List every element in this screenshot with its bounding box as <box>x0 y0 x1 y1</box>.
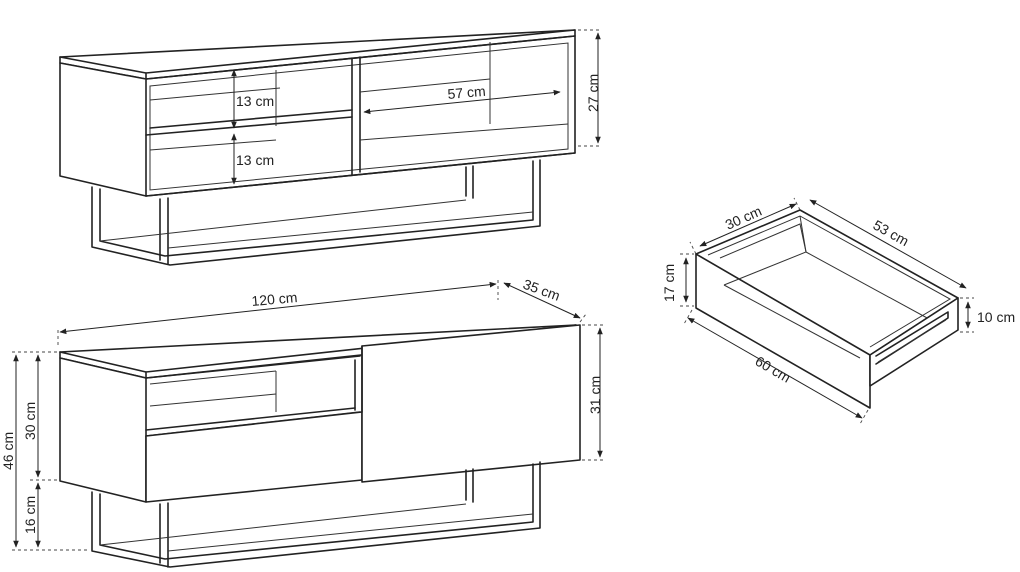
bottom-cabinet <box>12 280 604 568</box>
shelf-height-lower-label: 13 cm <box>236 152 274 168</box>
drawer <box>680 197 974 425</box>
drawer-side-height-label: 10 cm <box>977 309 1015 325</box>
top-cabinet <box>59 29 601 266</box>
front-height-label: 31 cm <box>587 376 603 414</box>
total-height-label: 46 cm <box>0 432 16 470</box>
cabinet-width-label: 120 cm <box>251 289 298 309</box>
compartment-width-label: 57 cm <box>447 83 486 102</box>
body-height-label: 30 cm <box>22 402 38 440</box>
drawer-front-height-label: 17 cm <box>661 264 677 302</box>
leg-height-label: 16 cm <box>22 496 38 534</box>
drawer-width-label: 53 cm <box>871 217 912 249</box>
cabinet-depth-label: 35 cm <box>521 276 562 304</box>
cabinet-height-label: 27 cm <box>585 74 601 112</box>
shelf-height-upper-label: 13 cm <box>236 93 274 109</box>
